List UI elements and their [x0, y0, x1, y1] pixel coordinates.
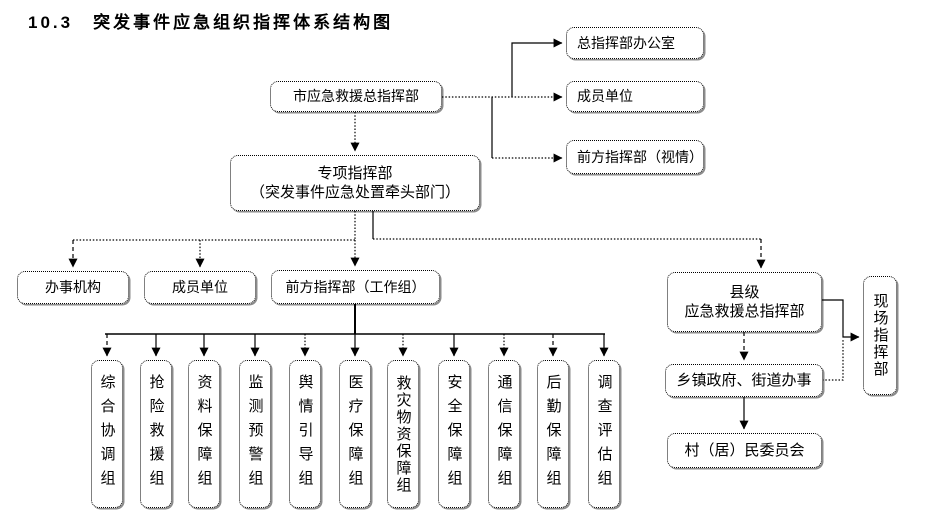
node-township: 乡镇政府、街道办事 — [665, 364, 823, 397]
group-label: 综合协调组 — [98, 374, 116, 494]
node-member-units-top-label: 成员单位 — [577, 88, 633, 105]
node-member-units-mid-label: 成员单位 — [172, 279, 228, 296]
node-group-disaster-relief-supplies: 救灾物资保障组 — [387, 360, 419, 508]
node-group-logistics-support: 后勤保障组 — [537, 360, 569, 508]
group-label: 通信保障组 — [495, 374, 513, 494]
group-label: 调查评估组 — [595, 374, 613, 494]
node-special-hq: 专项指挥部 （突发事件应急处置牵头部门） — [230, 155, 480, 211]
node-group-public-opinion: 舆情引导组 — [289, 360, 321, 508]
node-front-hq-situational-label: 前方指挥部（视情） — [577, 148, 703, 165]
connector-city-to-office — [511, 38, 563, 97]
node-admin-body: 办事机构 — [17, 271, 129, 304]
node-county-hq: 县级 应急救援总指挥部 — [667, 272, 822, 332]
group-label: 救灾物资保障组 — [394, 374, 412, 494]
group-label: 监测预警组 — [246, 374, 264, 494]
connector-township-to-onsite — [822, 339, 844, 381]
node-village: 村（居）民委员会 — [667, 433, 822, 468]
node-front-hq-workgroup-label: 前方指挥部（工作组） — [285, 278, 426, 295]
node-group-material-support: 资料保障组 — [188, 360, 220, 508]
node-group-comprehensive-coordination: 综合协调组 — [91, 360, 123, 508]
group-label: 后勤保障组 — [544, 374, 562, 494]
node-village-label: 村（居）民委员会 — [684, 441, 805, 459]
node-city-hq-label: 市应急救援总指挥部 — [293, 88, 419, 105]
node-group-investigation-evaluation: 调查评估组 — [588, 360, 620, 508]
group-label: 安全保障组 — [445, 374, 463, 494]
node-onsite-hq: 现场指挥部 — [863, 276, 897, 395]
node-special-hq-line1: 专项指挥部 — [317, 164, 393, 182]
page-title: 10.3 突发事件应急组织指挥体系结构图 — [28, 13, 394, 32]
node-front-hq-situational: 前方指挥部（视情） — [566, 140, 704, 174]
node-admin-body-label: 办事机构 — [45, 279, 101, 296]
group-label: 舆情引导组 — [296, 374, 314, 494]
node-hq-office-label: 总指挥部办公室 — [577, 34, 675, 51]
node-county-hq-line2: 应急救援总指挥部 — [684, 303, 805, 320]
node-front-hq-workgroup: 前方指挥部（工作组） — [271, 270, 440, 304]
node-onsite-hq-label: 现场指挥部 — [871, 293, 889, 378]
node-township-label: 乡镇政府、街道办事 — [676, 371, 812, 389]
group-label: 医疗保障组 — [346, 374, 364, 494]
node-group-communication-support: 通信保障组 — [488, 360, 520, 508]
node-city-hq: 市应急救援总指挥部 — [270, 81, 442, 112]
node-group-medical-support: 医疗保障组 — [339, 360, 371, 508]
node-county-hq-line1: 县级 — [729, 283, 760, 301]
node-group-monitoring-warning: 监测预警组 — [239, 360, 271, 508]
group-label: 抢险救援组 — [147, 374, 165, 494]
node-member-units-mid: 成员单位 — [144, 271, 256, 304]
node-group-rescue: 抢险救援组 — [140, 360, 172, 508]
node-member-units-top: 成员单位 — [566, 81, 704, 112]
connector-county-to-onsite — [822, 299, 860, 342]
node-hq-office: 总指挥部办公室 — [566, 27, 704, 59]
group-label: 资料保障组 — [195, 374, 213, 494]
node-special-hq-line2: （突发事件应急处置牵头部门） — [249, 184, 460, 201]
node-group-safety-support: 安全保障组 — [438, 360, 470, 508]
